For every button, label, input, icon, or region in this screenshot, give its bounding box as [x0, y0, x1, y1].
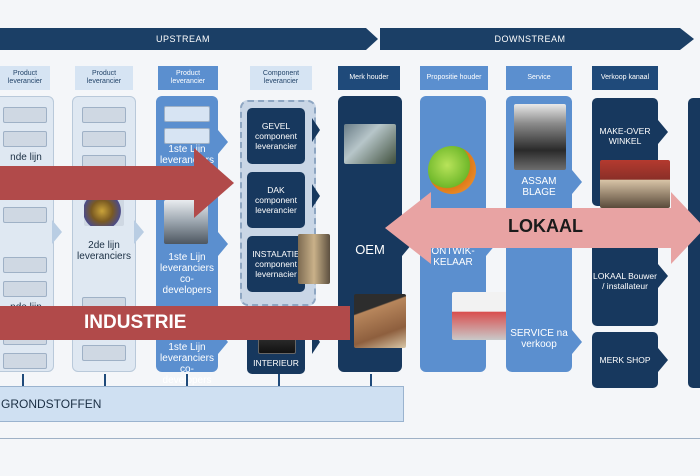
upstream-arrow-tip [366, 28, 378, 50]
col3-side-arrow-1 [218, 130, 228, 154]
column-nde-lijn [0, 96, 54, 372]
col3-side-arrow-2 [218, 232, 228, 256]
col3-side-arrow-3 [218, 330, 228, 354]
slot [164, 128, 210, 144]
component-box-gevel: GEVEL component leverancier [247, 108, 305, 164]
stage-header-1: Product leverancier [0, 66, 50, 90]
col3-mid-label: 1ste Lijn leveranciers co-developers [160, 252, 214, 296]
upper-industry-arrow-body [0, 166, 196, 200]
downstream-bar: DOWNSTREAM [380, 28, 680, 50]
stage-header-7: Service [506, 66, 572, 90]
stage-header-6: Propositie houder [420, 66, 488, 90]
factory-image [344, 124, 396, 164]
interieur-side-arrow [312, 330, 320, 354]
slot [82, 107, 126, 123]
lokaal-arrow-right-head [671, 192, 700, 264]
upper-industry-arrow-head [194, 148, 234, 218]
gevel-side-arrow [312, 118, 320, 142]
up-arrow [370, 374, 372, 388]
up-arrow [278, 374, 280, 388]
slot [3, 131, 47, 147]
service-side-arrow-2 [572, 330, 582, 354]
slot [3, 107, 47, 123]
up-arrow [186, 374, 188, 388]
col2-side-arrow [134, 220, 144, 244]
slot [82, 345, 126, 361]
slot [3, 257, 47, 273]
col3-top-label: 1ste Lijn leveranciers [160, 144, 214, 166]
stage-header-4: Component leverancier [250, 66, 312, 90]
service-bottom-label: SERVICE na verkoop [510, 328, 568, 350]
service-top-label: ASSAM BLAGE [521, 176, 557, 198]
sales-side-arrow-2 [658, 264, 668, 288]
col1-side-arrow [52, 220, 62, 244]
component-box-dak: DAK component leverancier [247, 172, 305, 228]
slot [3, 207, 47, 223]
grondstoffen-bar: GRONDSTOFFEN [0, 386, 404, 422]
lokaal-label: LOKAAL [508, 216, 583, 236]
industrie-arrow [0, 306, 350, 340]
grondstoffen-label: GRONDSTOFFEN [1, 397, 102, 411]
ontwikkelaar-label: ONTWIK-KELAAR [431, 246, 475, 268]
dak-side-arrow [312, 184, 320, 208]
up-arrow [22, 374, 24, 388]
assembly-module-image [514, 104, 566, 170]
sales-side-arrow-1 [658, 120, 668, 144]
bottom-divider [0, 438, 700, 439]
slot [3, 281, 47, 297]
fan-component-image [84, 196, 124, 226]
component-box-installatie: INSTALATIE component levernacier [247, 236, 305, 292]
stage-header-8: Verkoop kanaal [592, 66, 658, 90]
col2-label: 2de lijn leveranciers [77, 240, 131, 262]
oem-label: OEM [355, 242, 385, 257]
houses-money-image [452, 292, 514, 340]
stage-header-2: Product leverancier [75, 66, 133, 90]
upstream-bar: UPSTREAM [0, 28, 366, 50]
downstream-arrow-tip [680, 28, 694, 50]
house-model-image [354, 294, 406, 348]
installation-component-image [298, 234, 330, 284]
slot [82, 131, 126, 147]
stage-header-5: Merk houder [338, 66, 400, 90]
industrie-label: INDUSTRIE [84, 312, 187, 333]
downstream-label: DOWNSTREAM [494, 34, 566, 44]
slot [3, 353, 47, 369]
upstream-label: UPSTREAM [155, 34, 210, 44]
up-arrow [104, 374, 106, 388]
slot [164, 106, 210, 122]
col1-top-label: nde lijn [10, 152, 42, 163]
shop-front-image [600, 160, 670, 208]
lokaal-arrow-left-head [385, 192, 431, 264]
sales-box-merk-shop: MERK SHOP [592, 332, 658, 388]
sales-box-lokaal: LOKAAL Bouwer / installateur [592, 236, 658, 326]
sales-side-arrow-3 [658, 348, 668, 372]
lokaal-arrow-body [431, 208, 671, 248]
service-side-arrow-1 [572, 170, 582, 194]
stage-header-3: Product leverancier [158, 66, 218, 90]
apple-orange-image [428, 146, 476, 194]
